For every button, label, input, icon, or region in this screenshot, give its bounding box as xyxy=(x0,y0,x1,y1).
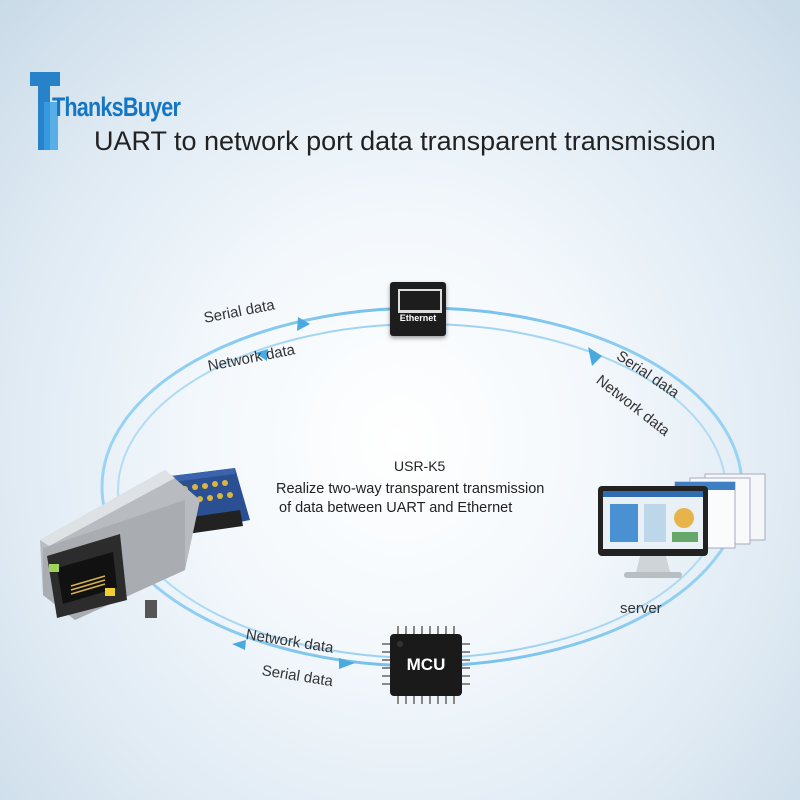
brand-logo-text: ThanksBuyer xyxy=(52,92,181,122)
page-title: UART to network port data transparent tr… xyxy=(94,126,716,156)
brand-logo-mark xyxy=(30,72,60,150)
usr-k5-module-image xyxy=(40,468,250,620)
arrow-bottom-left-network xyxy=(339,658,355,669)
ethernet-label: Ethernet xyxy=(399,313,437,323)
arrow-bottom-left-serial xyxy=(232,640,246,650)
description-line-1: Realize two-way transparent transmission xyxy=(276,481,545,497)
mcu-label: MCU xyxy=(406,655,446,674)
server-label: server xyxy=(620,600,662,617)
arrow-top-right xyxy=(588,347,602,366)
module-description: Realize two-way transparent transmission… xyxy=(276,480,596,518)
arrow-top-left-network xyxy=(255,349,268,361)
mcu-chip-icon xyxy=(382,626,470,704)
server-monitor-image xyxy=(598,473,766,578)
module-name: USR-K5 xyxy=(394,458,446,474)
arrow-top-left-serial xyxy=(297,317,310,331)
ethernet-port-icon xyxy=(398,289,442,313)
description-line-2: of data between UART and Ethernet xyxy=(279,500,513,516)
